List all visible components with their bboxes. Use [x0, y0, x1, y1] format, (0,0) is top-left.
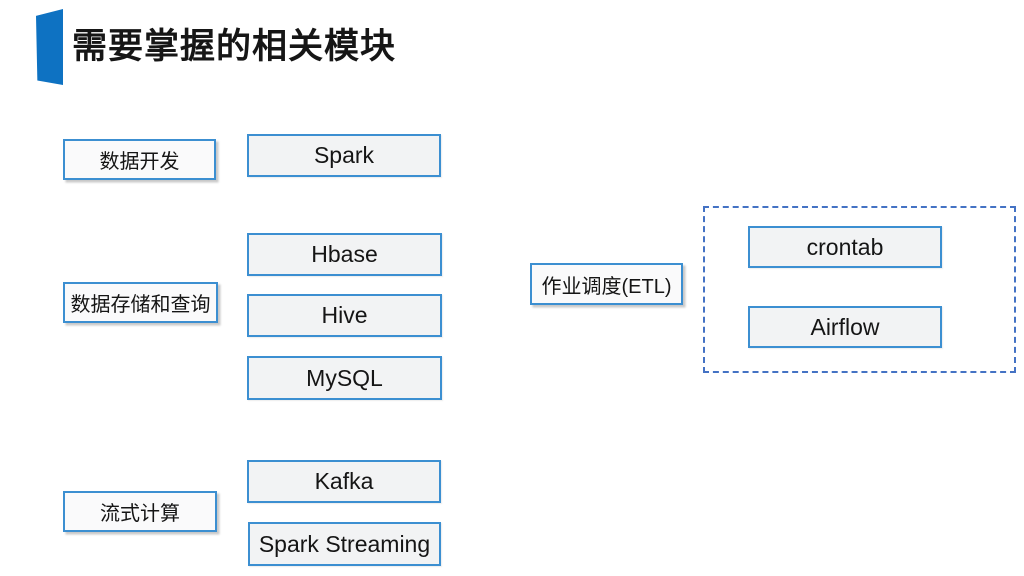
module-box-hbase: Hbase — [247, 233, 442, 276]
category-box-data-storage-query: 数据存储和查询 — [63, 282, 218, 323]
category-box-data-development: 数据开发 — [63, 139, 216, 180]
module-box-crontab: crontab — [748, 226, 942, 268]
category-box-stream-computing: 流式计算 — [63, 491, 217, 532]
module-box-spark-streaming: Spark Streaming — [248, 522, 441, 566]
scheduling-tools-group-border — [703, 206, 1016, 373]
module-box-hive: Hive — [247, 294, 442, 337]
module-box-spark: Spark — [247, 134, 441, 177]
module-box-airflow: Airflow — [748, 306, 942, 348]
module-box-kafka: Kafka — [247, 460, 441, 503]
module-box-mysql: MySQL — [247, 356, 442, 400]
slide-title: 需要掌握的相关模块 — [72, 27, 397, 66]
title-accent-bar-icon — [36, 9, 63, 85]
category-box-job-scheduling-etl: 作业调度(ETL) — [530, 263, 683, 305]
